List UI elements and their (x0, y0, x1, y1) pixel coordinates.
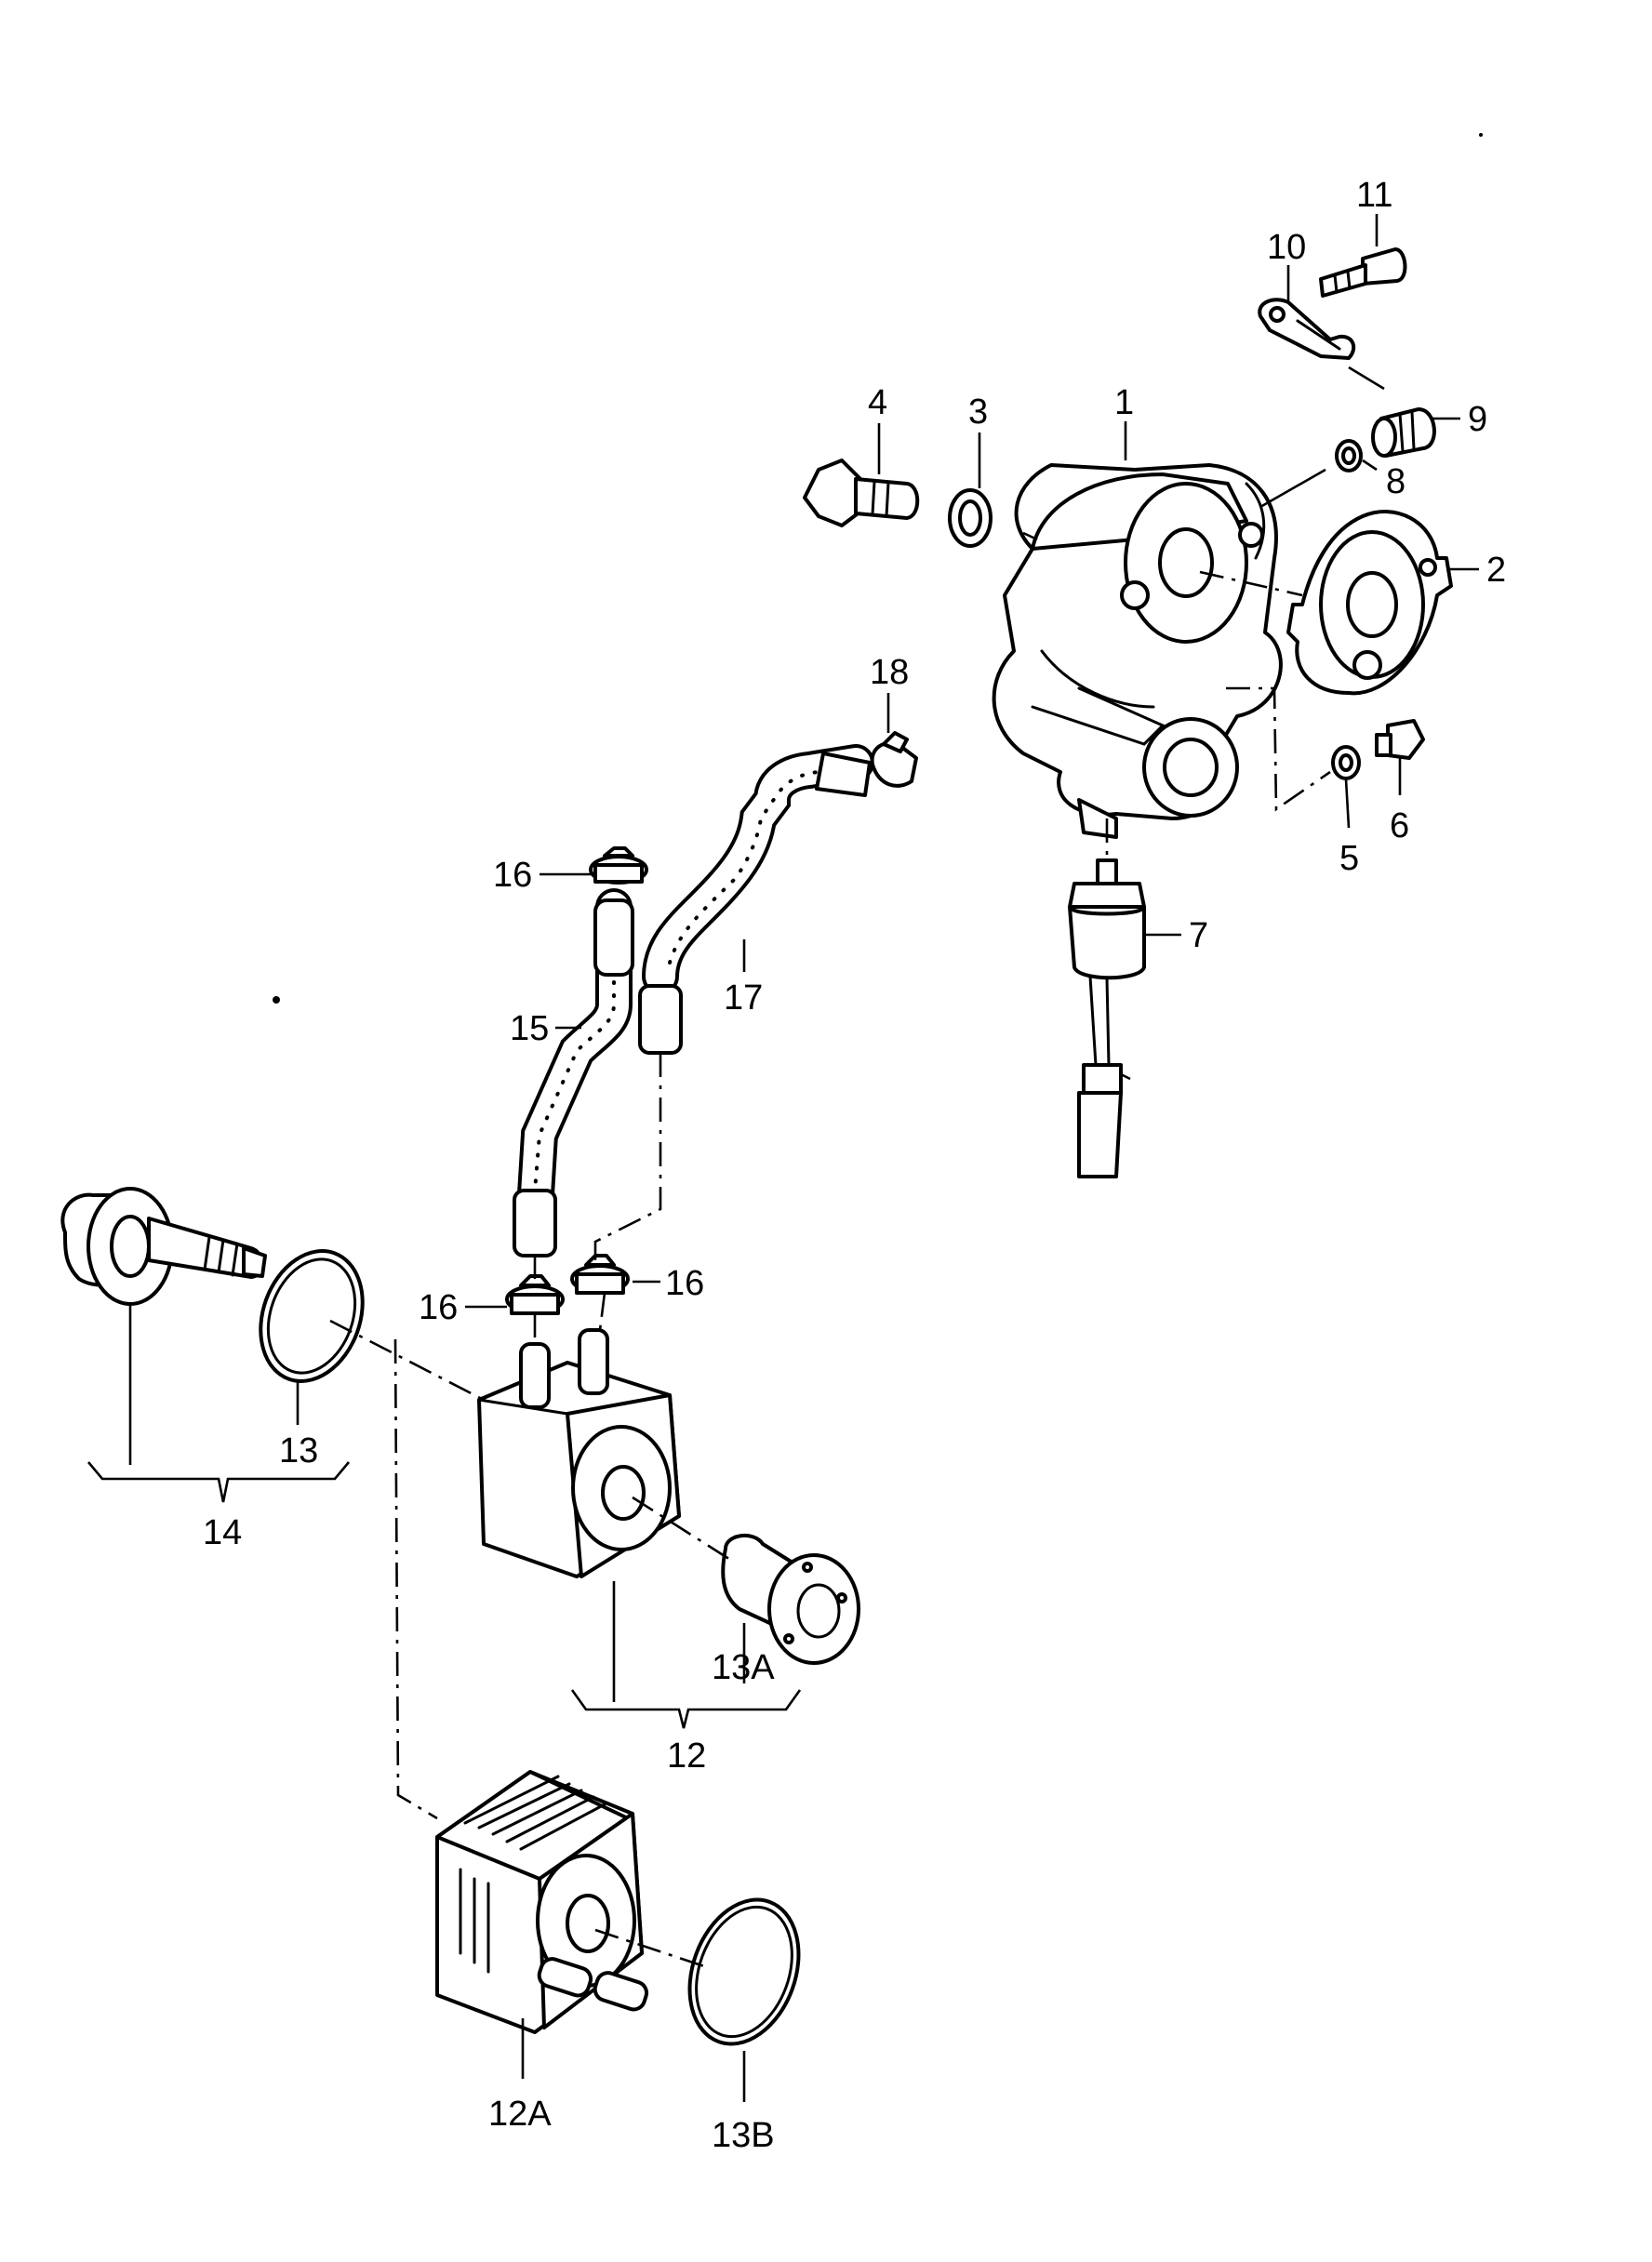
speck (273, 996, 280, 1004)
label-13: 13 (279, 1431, 318, 1470)
part-3-sealing-ring[interactable] (948, 488, 993, 548)
part-16-hose-clamp-top[interactable] (589, 846, 648, 885)
part-7-oil-pressure-sender[interactable] (1068, 858, 1146, 1178)
label-14: 14 (203, 1513, 242, 1552)
label-8: 8 (1386, 462, 1406, 501)
part-16-hose-clamp-right[interactable] (570, 1254, 630, 1295)
label-17: 17 (724, 978, 763, 1018)
part-13b-seal-ring[interactable] (671, 1884, 818, 2059)
label-6: 6 (1390, 806, 1409, 845)
label-13a: 13A (712, 1648, 775, 1687)
part-9-plug[interactable] (1371, 407, 1436, 458)
label-15: 15 (510, 1009, 549, 1048)
label-16-left: 16 (419, 1288, 458, 1327)
label-9: 9 (1468, 400, 1487, 439)
part-6-plug-screw[interactable] (1375, 719, 1425, 760)
label-1: 1 (1114, 383, 1134, 422)
part-1-oil-filter-housing[interactable] (992, 463, 1283, 839)
speck (1479, 133, 1483, 137)
label-2: 2 (1486, 551, 1506, 590)
label-11: 11 (1356, 176, 1392, 215)
part-16-hose-clamp-left[interactable] (505, 1274, 565, 1315)
part-8-seal-ring[interactable] (1335, 439, 1363, 472)
label-4: 4 (868, 383, 887, 422)
label-16-right: 16 (665, 1264, 704, 1303)
part-12-oil-cooler[interactable] (477, 1328, 681, 1578)
label-10: 10 (1267, 228, 1306, 267)
part-5-seal-ring[interactable] (1331, 745, 1361, 780)
part-14-threaded-bolt[interactable] (60, 1187, 267, 1306)
label-7: 7 (1189, 916, 1208, 955)
part-12a-oil-cooler[interactable] (435, 1770, 649, 2034)
label-12a: 12A (488, 2095, 552, 2134)
label-13b: 13B (712, 2116, 775, 2155)
label-12: 12 (667, 1736, 706, 1776)
label-3: 3 (968, 393, 988, 432)
part-15-hose[interactable] (513, 888, 634, 1257)
part-4-bolt[interactable] (803, 459, 920, 527)
leader-lines (87, 214, 1479, 2102)
part-labels: 1 2 3 4 5 6 7 8 9 10 11 12 12A 13 13A 13… (203, 176, 1506, 2155)
part-10-bracket[interactable] (1258, 298, 1356, 360)
part-11-screw[interactable] (1319, 247, 1407, 298)
label-18: 18 (870, 653, 909, 692)
part-18-hose-clamp[interactable] (870, 731, 918, 788)
label-5: 5 (1339, 839, 1359, 878)
label-16-top: 16 (493, 856, 532, 895)
part-2-flange-gasket[interactable] (1286, 510, 1453, 696)
part-13a-insert[interactable] (721, 1534, 860, 1665)
